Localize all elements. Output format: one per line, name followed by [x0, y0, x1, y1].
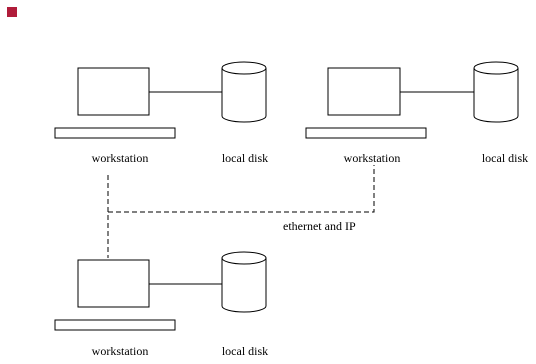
workstation-monitor — [77, 259, 150, 308]
node-top-left: workstation local disk — [54, 61, 268, 165]
disk-label: local disk — [222, 344, 268, 358]
disk-label: local disk — [222, 151, 268, 165]
disk-icon — [221, 61, 267, 123]
workstation-monitor — [327, 67, 401, 116]
node-bottom: workstation local disk — [54, 251, 268, 358]
network-label: ethernet and IP — [283, 219, 356, 233]
workstation-label: workstation — [92, 344, 149, 358]
ethernet-link — [107, 165, 375, 258]
disk-icon — [221, 251, 267, 313]
slide-bullet — [7, 7, 17, 17]
workstation-keyboard — [305, 127, 427, 139]
workstation-monitor — [77, 67, 150, 116]
node-top-right: workstation local disk — [305, 61, 528, 165]
workstation-keyboard — [54, 319, 176, 331]
workstation-keyboard — [54, 127, 176, 139]
workstation-label: workstation — [92, 151, 149, 165]
disk-icon — [473, 61, 519, 123]
workstation-label: workstation — [344, 151, 401, 165]
disk-label: local disk — [482, 151, 528, 165]
